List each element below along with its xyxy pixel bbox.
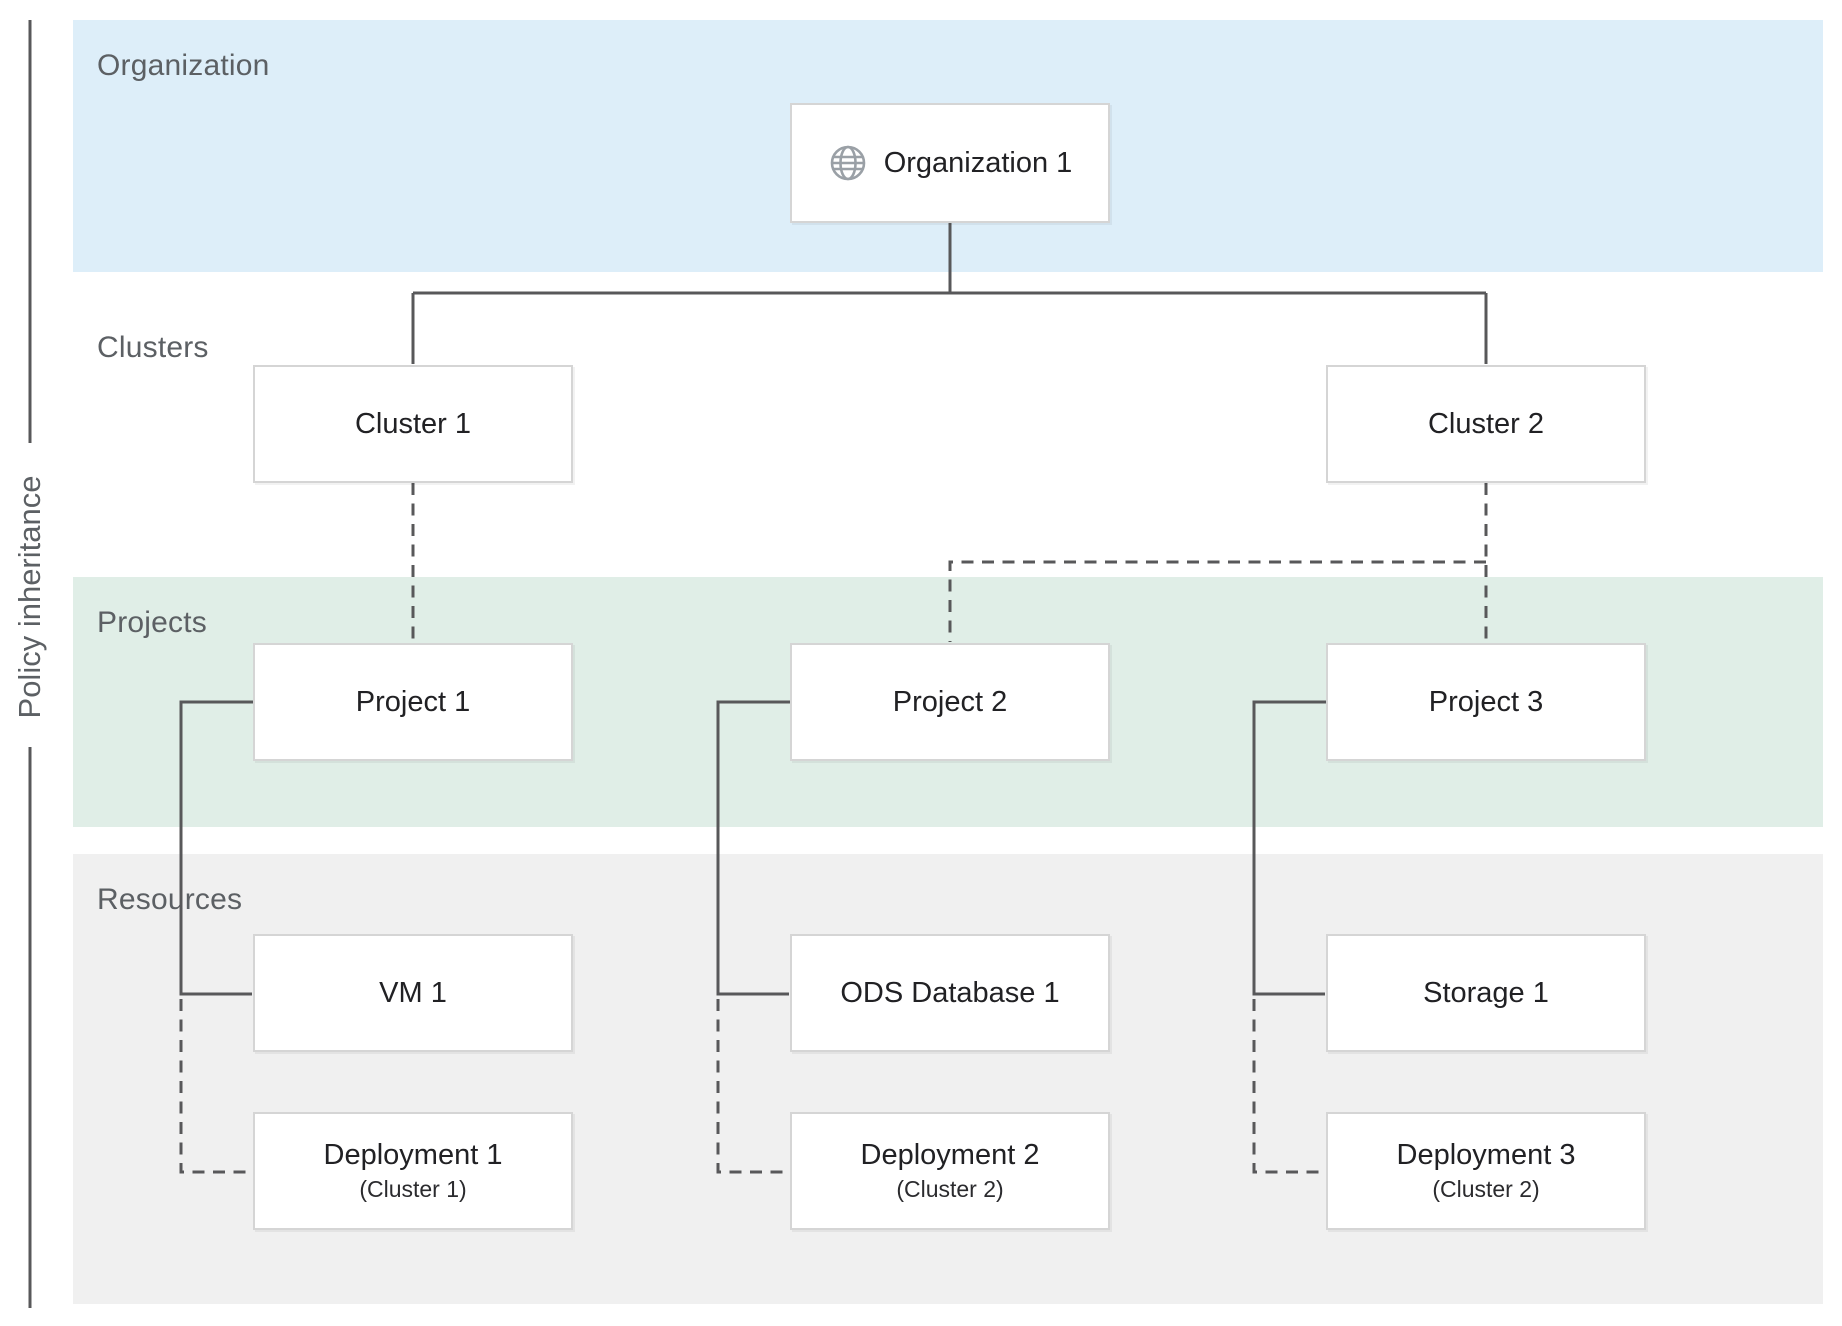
node-deployment-3: Deployment 3 (Cluster 2) <box>1326 1112 1646 1230</box>
node-label: Project 3 <box>1428 685 1544 718</box>
node-sublabel: (Cluster 2) <box>896 1176 1004 1202</box>
node-label: Cluster 2 <box>1427 407 1545 440</box>
node-label: Project 1 <box>355 685 471 718</box>
node-label: Project 2 <box>892 685 1008 718</box>
node-deployment-1: Deployment 1 (Cluster 1) <box>253 1112 573 1230</box>
resources-band-label: Resources <box>97 883 243 916</box>
node-cluster-1: Cluster 1 <box>253 365 573 483</box>
node-cluster-2: Cluster 2 <box>1326 365 1646 483</box>
organization-band-label: Organization <box>97 49 270 82</box>
projects-band-label: Projects <box>97 606 207 639</box>
node-storage-1: Storage 1 <box>1326 934 1646 1052</box>
globe-icon <box>830 145 865 181</box>
node-label: Cluster 1 <box>354 407 472 440</box>
node-project-1: Project 1 <box>253 643 573 761</box>
node-sublabel: (Cluster 1) <box>359 1176 467 1202</box>
policy-inheritance-label: Policy inheritance <box>12 475 47 719</box>
node-label: ODS Database 1 <box>840 976 1060 1009</box>
node-label: Deployment 3 <box>1396 1139 1576 1171</box>
node-vm-1: VM 1 <box>253 934 573 1052</box>
node-label: Deployment 1 <box>323 1139 503 1171</box>
node-organization-1: Organization 1 <box>790 103 1110 223</box>
node-project-2: Project 2 <box>790 643 1110 761</box>
node-label: Deployment 2 <box>860 1139 1040 1171</box>
node-ods-database-1: ODS Database 1 <box>790 934 1110 1052</box>
node-sublabel: (Cluster 2) <box>1432 1176 1540 1202</box>
node-project-3: Project 3 <box>1326 643 1646 761</box>
node-deployment-2: Deployment 2 (Cluster 2) <box>790 1112 1110 1230</box>
node-label: VM 1 <box>379 976 447 1009</box>
resources-band <box>73 854 1823 1304</box>
node-label: Organization 1 <box>883 146 1073 179</box>
node-label: Storage 1 <box>1423 976 1549 1009</box>
clusters-band-label: Clusters <box>97 331 209 364</box>
